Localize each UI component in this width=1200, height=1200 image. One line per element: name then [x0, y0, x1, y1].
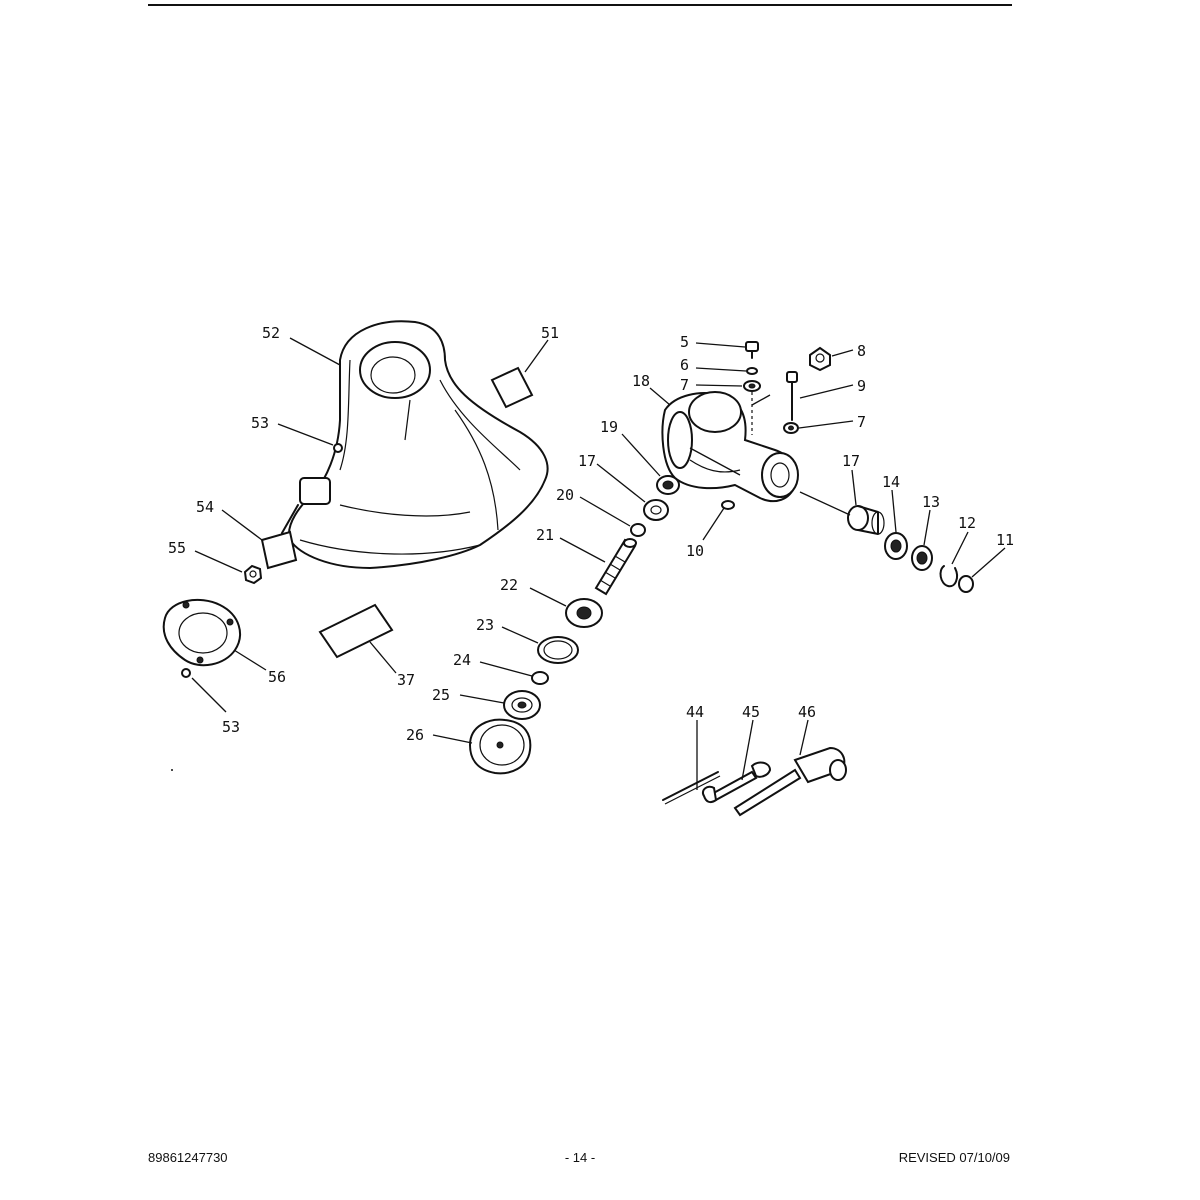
callout-12: 12: [958, 514, 976, 532]
part-7-washer-b: [783, 422, 799, 434]
callout-19: 19: [600, 418, 618, 436]
part-17-shim-b: [847, 505, 885, 535]
callout-9: 9: [857, 377, 866, 395]
part-17-shim-a: [643, 499, 669, 521]
callout-52: 52: [262, 324, 280, 342]
callout-23: 23: [476, 616, 494, 634]
callout-10: 10: [686, 542, 704, 560]
part-6-lock-washer: [746, 367, 758, 375]
callout-24: 24: [453, 651, 471, 669]
part-25-holder: [503, 690, 541, 720]
callout-45: 45: [742, 703, 760, 721]
part-5-bolt: [745, 341, 759, 359]
callout-44: 44: [686, 703, 704, 721]
callout-17-a: 17: [578, 452, 596, 470]
part-7-washer-a: [743, 380, 761, 435]
callout-37: 37: [397, 671, 415, 689]
callout-5: 5: [680, 333, 689, 351]
part-12-snap-ring: [939, 565, 958, 588]
part-46-box-wrench: [733, 746, 847, 817]
callout-53-a: 53: [251, 414, 269, 432]
leader-lines: [191, 337, 1006, 790]
callout-22: 22: [500, 576, 518, 594]
part-24-collar: [531, 671, 549, 685]
footer-page-number: - 14 -: [564, 1150, 596, 1165]
callout-53-b: 53: [222, 718, 240, 736]
part-55-nut: [243, 564, 263, 585]
part-14-bearing: [884, 532, 908, 560]
footer-part-number: 89861247730: [148, 1150, 228, 1165]
part-44-rod: [662, 771, 721, 805]
callout-14: 14: [882, 473, 900, 491]
part-26-cover: [468, 718, 532, 775]
callout-18: 18: [632, 372, 650, 390]
callout-51: 51: [541, 324, 559, 342]
callout-55: 55: [168, 539, 186, 557]
callout-6: 6: [680, 356, 689, 374]
callout-21: 21: [536, 526, 554, 544]
part-37-sheet: [318, 603, 394, 659]
callout-7-b: 7: [857, 413, 866, 431]
callout-26: 26: [406, 726, 424, 744]
callout-labels: 52 51 53 54 55 56 53 37 5 6 7 8 9 7 18 1…: [168, 324, 1014, 744]
callout-8: 8: [857, 342, 866, 360]
part-18-gear-housing: [661, 391, 799, 503]
callout-25: 25: [432, 686, 450, 704]
part-54-bracket: [260, 504, 299, 570]
callout-56: 56: [268, 668, 286, 686]
part-53-screw-b: [181, 668, 191, 678]
callout-7-a: 7: [680, 376, 689, 394]
callout-13: 13: [922, 493, 940, 511]
part-21-spindle: [594, 538, 637, 596]
part-22-bearing: [565, 598, 603, 628]
callout-46: 46: [798, 703, 816, 721]
callout-54: 54: [196, 498, 214, 516]
callout-11: 11: [996, 531, 1014, 549]
part-23-retaining-ring: [537, 636, 579, 664]
part-45-wrench: [702, 761, 772, 804]
part-8-grease-plug: [809, 346, 831, 372]
footer-revised-date: REVISED 07/10/09: [898, 1150, 1010, 1165]
part-9-long-bolt: [786, 371, 798, 421]
part-53-screw-a: [333, 443, 343, 453]
part-13-bearing: [911, 545, 933, 571]
part-51-decal: [490, 366, 534, 409]
part-11-ring: [958, 575, 974, 593]
stray-dot: [171, 769, 173, 771]
callout-20: 20: [556, 486, 574, 504]
part-20-ring: [630, 523, 646, 537]
part-19-bearing: [656, 475, 680, 495]
part-10-washer: [721, 500, 735, 510]
part-52-guard: [288, 320, 549, 570]
part-56-plate: [162, 598, 241, 667]
top-rule: [148, 4, 1012, 6]
callout-17-b: 17: [842, 452, 860, 470]
